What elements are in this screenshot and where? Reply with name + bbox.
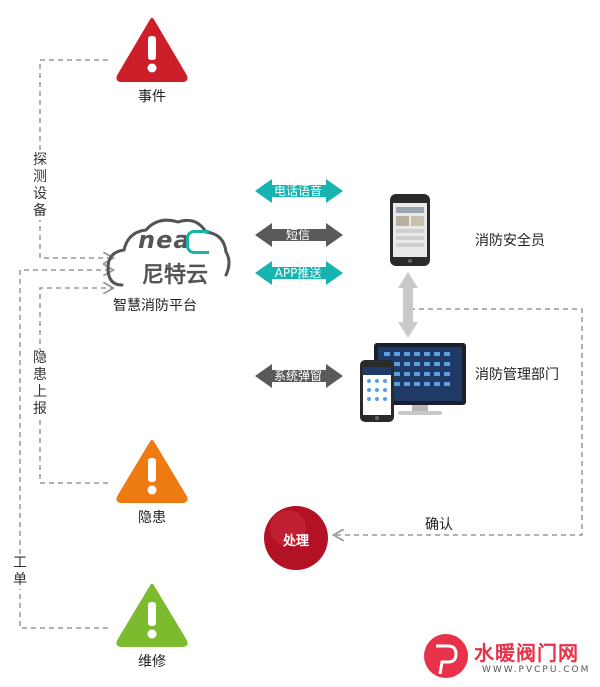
edge-work-order-label: 工单 xyxy=(11,555,29,589)
edge-work-order xyxy=(19,270,112,629)
edge-hazard-report xyxy=(39,288,112,484)
officer-department-link-arrow xyxy=(398,272,418,338)
platform-logo-en: nea xyxy=(138,226,191,254)
event-warning-icon xyxy=(116,18,188,82)
watermark-logo-icon xyxy=(424,634,468,678)
edge-confirm-label: 确认 xyxy=(425,517,453,533)
channel-sms-arrow xyxy=(255,223,343,247)
resolve-label: 处理 xyxy=(282,534,309,549)
edge-detect-device xyxy=(39,59,112,258)
repair-warning-icon xyxy=(116,584,188,647)
department-computer-monitor-icon xyxy=(360,343,466,422)
edge-hazard-report-label: 隐患上报 xyxy=(31,350,49,418)
channel-app-push-label: APP推送 xyxy=(274,266,322,280)
hazard-warning-icon xyxy=(116,440,188,503)
channel-app-push-arrow xyxy=(255,261,343,285)
platform-logo-accent xyxy=(186,230,209,254)
platform-logo-cn: 尼特云 xyxy=(142,263,209,288)
resolve-circle xyxy=(264,506,328,570)
officer-label: 消防安全员 xyxy=(475,233,545,249)
platform-label: 智慧消防平台 xyxy=(113,298,197,314)
officer-smartphone-icon xyxy=(390,194,430,266)
platform-cloud-logo xyxy=(106,218,231,287)
event-label: 事件 xyxy=(138,89,166,105)
channel-system-popup-arrow xyxy=(255,364,343,388)
repair-label: 维修 xyxy=(138,654,166,670)
watermark-brand: 水暖阀门网 xyxy=(474,641,579,665)
channel-sms-label: 短信 xyxy=(285,228,310,242)
channel-system-popup-label: 系统弹窗 xyxy=(273,369,322,383)
channel-voice-call-arrow xyxy=(255,179,343,203)
watermark-url: WWW.PVCPU.COM xyxy=(482,665,591,675)
edge-detect-device-label: 探测设备 xyxy=(31,152,49,220)
edge-confirm xyxy=(335,308,583,535)
channel-voice-call-label: 电话语音 xyxy=(273,184,322,198)
hazard-label: 隐患 xyxy=(138,510,166,526)
department-label: 消防管理部门 xyxy=(475,367,559,383)
